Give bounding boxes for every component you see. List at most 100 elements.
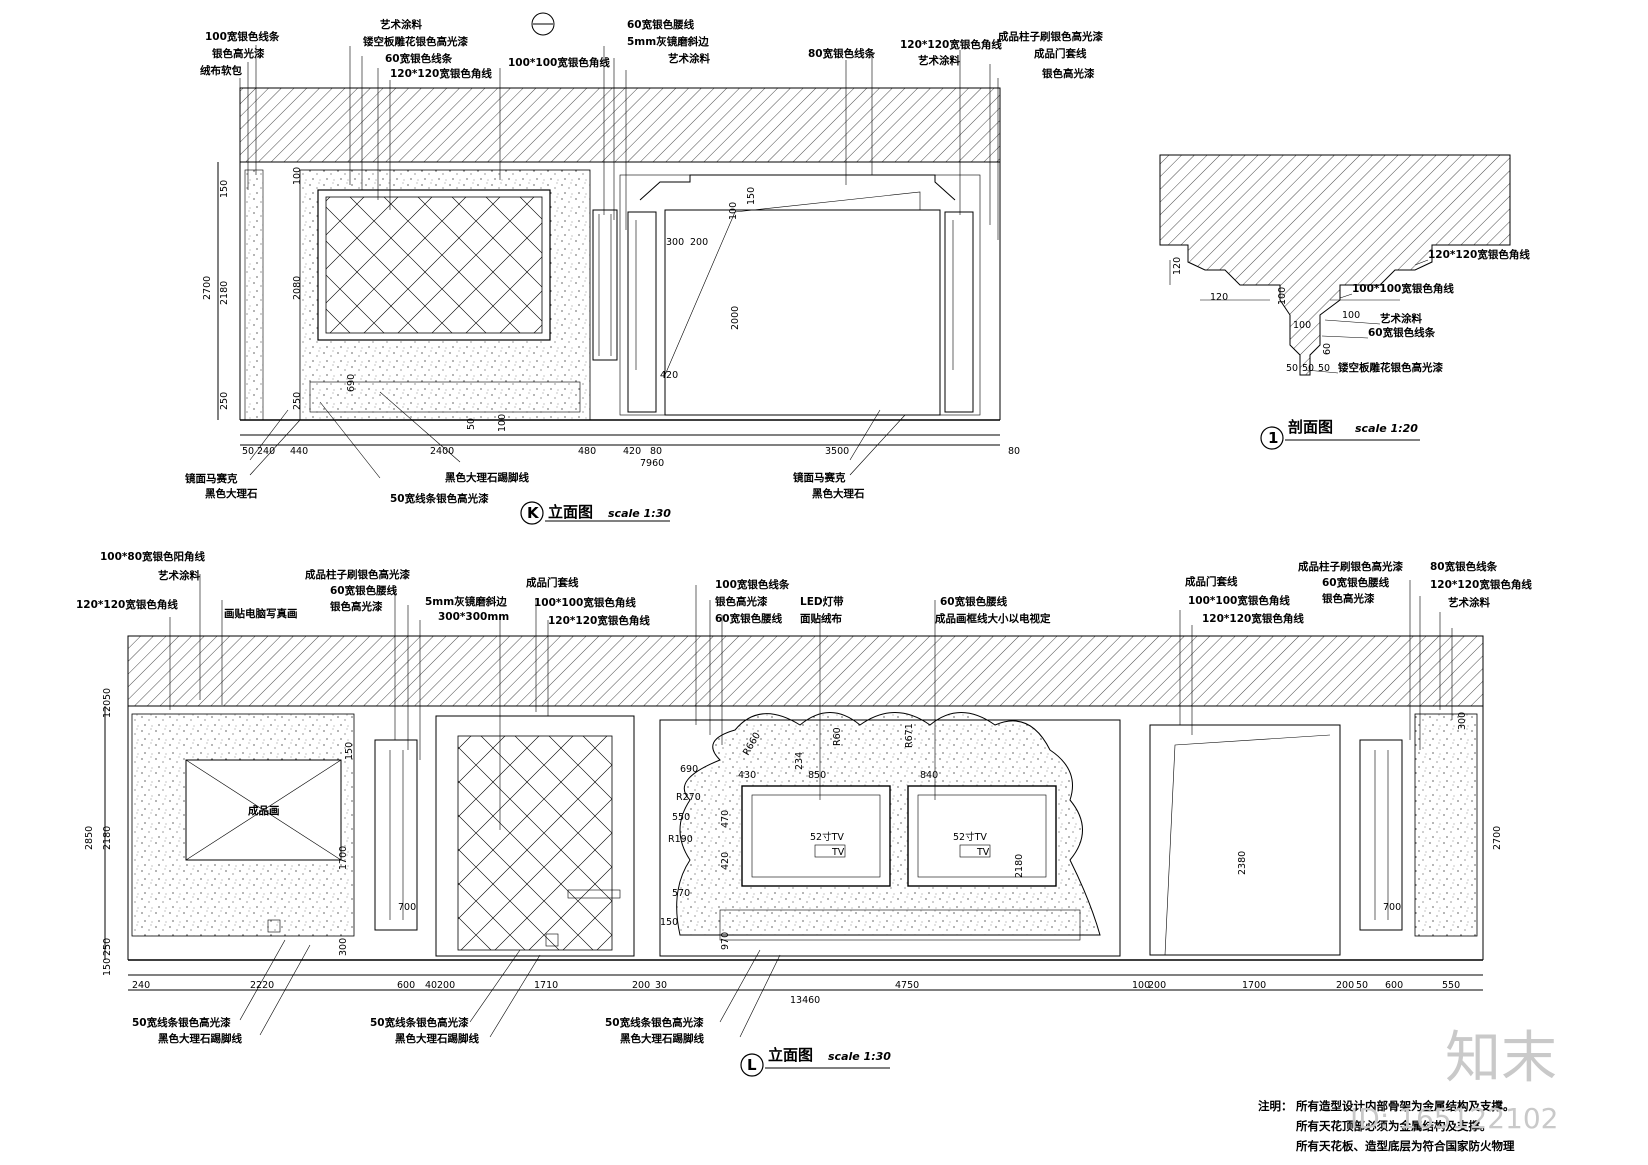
k-vdim: 2080 [292,276,303,300]
l-label: 120*120宽银色角线 [548,614,650,627]
l-label: 艺术涂料 [1448,596,1490,609]
l-vdim: 1700 [338,846,349,870]
l-dim: 40 [425,980,437,991]
k-title: 立面图 [548,503,593,521]
k-title-circle [520,501,544,525]
l-dim: 13460 [790,995,820,1006]
l-label: 艺术涂料 [158,569,200,582]
l-dim: 550 [1442,980,1460,991]
k-label: 艺术涂料 [380,18,422,31]
l-vdim: 150 [344,742,355,760]
k-bottom-label: 50宽线条银色高光漆 [390,492,489,505]
notes-line: 所有天花顶部必须为金属结构及支撑。 [1296,1119,1492,1133]
k-mirror-strip [592,209,618,361]
l-vdim: 970 [720,932,731,950]
k-label: 艺术涂料 [668,52,710,65]
k-vdim: 50 [466,418,477,430]
l-tv-socket: TV [831,847,845,858]
k-column-left [627,211,657,413]
l-vdim: 470 [720,810,731,828]
section-dim: 50 [1318,363,1330,374]
k-label: 银色高光漆 [212,47,265,60]
watermark: 知末 ID: 165122102 [1350,1026,1558,1135]
l-dim: 2220 [250,980,274,991]
k-label: 100*100宽银色角线 [508,56,610,69]
k-label: 成品门套线 [1034,47,1087,60]
l-dim: 600 [1385,980,1403,991]
l-vdim: 2180 [1014,854,1025,878]
l-label: 120*120宽银色角线 [76,598,178,611]
section-label: 镂空板雕花银色高光漆 [1337,361,1443,374]
l-label: 60宽银色腰线 [715,612,783,625]
l-vdim: 2850 [84,826,95,850]
l-dim: 150 [660,917,678,928]
k-vdim: 250 [219,392,230,410]
k-bottom-label: 黑色大理石 [812,487,865,500]
l-dim: 700 [398,902,416,913]
l-dim: 570 [672,888,690,899]
k-carved-panel [325,196,543,334]
k-dim: 480 [578,446,596,457]
l-label: 100*80宽银色阳角线 [100,550,206,563]
l-dim: 850 [808,770,826,781]
k-dim: 80 [1008,446,1020,457]
l-dim: 200 [1148,980,1166,991]
l-dim: 200 [1336,980,1354,991]
elevation-k: 100宽银色线条 银色高光漆 绒布软包 艺术涂料 镂空板雕花银色高光漆 60宽银… [185,12,1103,525]
l-vdim: 2380 [1237,851,1248,875]
k-label: 镂空板雕花银色高光漆 [362,35,468,48]
k-vdim: 250 [292,392,303,410]
section-dim: 50 [1302,363,1314,374]
k-dim: 2400 [430,446,454,457]
notes-line: 所有天花板、造型底层为符合国家防火物理 [1296,1139,1515,1153]
l-dim: 1700 [1242,980,1266,991]
l-dim: 240 [132,980,150,991]
k-dim: 3500 [825,446,849,457]
l-ceiling-slab [127,635,1484,707]
l-label: 成品门套线 [526,576,579,589]
k-label: 120*120宽银色角线 [390,67,492,80]
k-label: 艺术涂料 [918,54,960,67]
l-mirror-grid [457,735,613,951]
l-label: 5mm灰镜磨斜边 [425,595,507,608]
notes: 注明： 所有造型设计内部骨架为金属结构及支撑。 所有天花顶部必须为金属结构及支撑… [1258,1099,1515,1153]
k-column-right [944,211,974,413]
k-label: 成品柱子刷银色高光漆 [998,30,1103,43]
section-label: 100*100宽银色角线 [1352,282,1454,295]
l-dim: 200 [437,980,455,991]
l-label: 成品画框线大小以电视定 [935,612,1051,625]
k-wall-left-strip [244,169,264,421]
l-label: 成品门套线 [1185,575,1238,588]
l-dim: 430 [738,770,756,781]
l-vdim: 234 [794,752,805,770]
section-1: 120*120宽银色角线 100*100宽银色角线 艺术涂料 60宽银色线条 镂… [1159,154,1530,450]
section-label: 艺术涂料 [1380,312,1422,325]
k-dim: 50 [242,446,254,457]
l-dim: 30 [655,980,667,991]
k-bottom-label: 黑色大理石踢脚线 [445,471,529,484]
l-bottom-label: 黑色大理石踢脚线 [395,1032,479,1045]
k-dim: 200 [690,237,708,248]
k-vdim: 100 [497,414,508,432]
l-label: 成品柱子刷银色高光漆 [305,568,410,581]
k-vdim: 2000 [730,306,741,330]
k-bottom-label: 镜面马赛克 [185,472,238,485]
k-dim: 420 [660,370,678,381]
watermark-brand: 知末 [1445,1026,1557,1091]
k-label: 银色高光漆 [1042,67,1095,80]
section-title-circle [1260,426,1284,450]
l-label: 60宽银色腰线 [1322,576,1390,589]
l-label: 面贴绒布 [800,612,842,625]
l-label: 银色高光漆 [330,600,383,613]
l-label: 60宽银色腰线 [330,584,398,597]
k-scale: scale 1:30 [608,507,671,520]
l-label: 120*120宽银色角线 [1202,612,1304,625]
l-tv-label: 52寸TV [810,831,844,843]
k-dim: 80 [650,446,662,457]
l-wall-right-panel [1414,713,1478,937]
l-vdim: 300 [338,938,349,956]
l-vdim: 300 [1457,712,1468,730]
l-bottom-label: 黑色大理石踢脚线 [620,1032,704,1045]
k-label: 绒布软包 [200,64,242,77]
k-title-mark: K [527,504,540,522]
